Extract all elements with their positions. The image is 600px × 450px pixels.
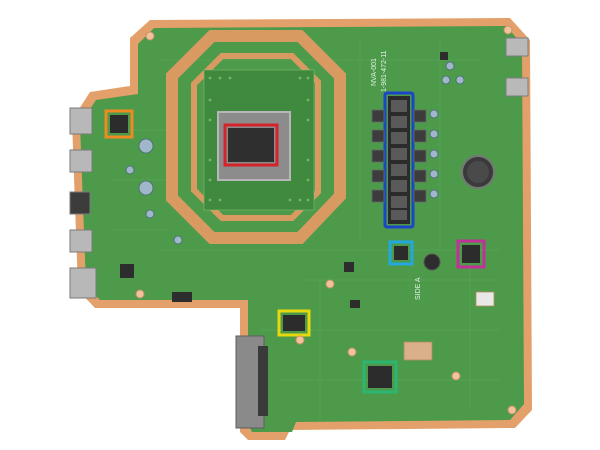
mounting-holes [135, 25, 517, 415]
highlight-red-box [223, 123, 279, 167]
highlight-yellow-box [277, 309, 311, 337]
highlight-green-box [362, 360, 398, 394]
part-number-silkscreen: 1-981-472-11 [381, 50, 388, 92]
bottom-connector [235, 335, 268, 429]
vrm-capacitors [429, 61, 465, 199]
memory-chip-column [388, 96, 410, 224]
highlight-orange-box [104, 109, 134, 139]
misc-components [120, 52, 448, 308]
model-silkscreen: NVA-001 [371, 58, 378, 86]
highlight-cyan-box [388, 240, 414, 266]
cyan-chip [394, 246, 408, 260]
soc-capacitor-dots [208, 76, 310, 202]
round-component [423, 253, 441, 271]
soc-heatsink-ring [166, 30, 346, 244]
soc-die [228, 128, 274, 162]
vrm-inductors [371, 109, 427, 203]
green-chip [368, 366, 392, 388]
highlight-blue-box [383, 91, 415, 229]
left-capacitors [125, 138, 183, 245]
highlight-magenta-box [456, 239, 486, 269]
yellow-chip [283, 315, 305, 331]
magenta-chip [462, 245, 480, 263]
left-io-connectors [69, 107, 97, 299]
soc-inner-ring [191, 53, 321, 221]
side-label-silkscreen: SIDE A [415, 277, 422, 300]
coin-battery-inner [467, 161, 489, 183]
lower-pads [403, 291, 495, 361]
right-usb-ports [505, 37, 529, 97]
left-chip [110, 115, 128, 133]
